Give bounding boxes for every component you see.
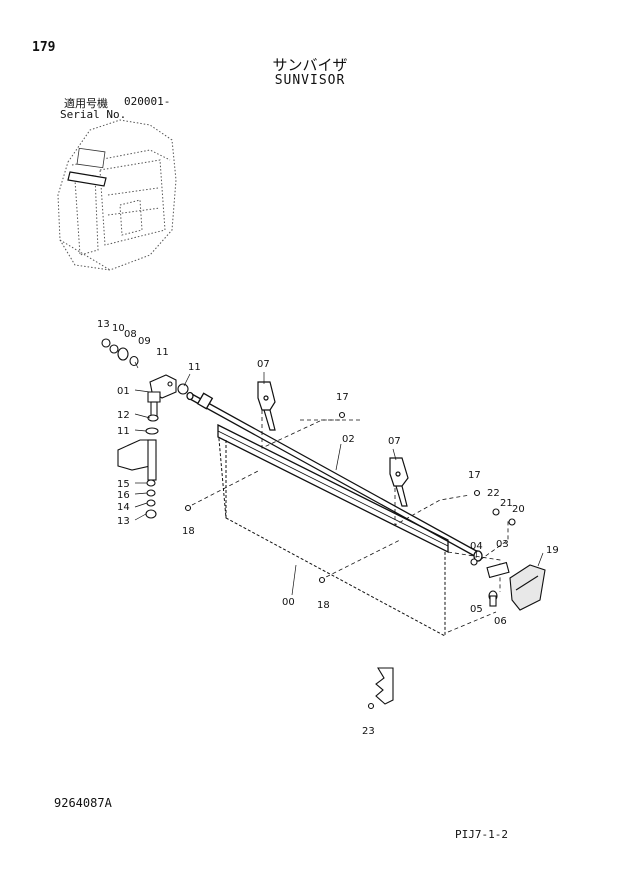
page-title-english: SUNVISOR (274, 73, 346, 88)
callout-13-upper: 13 (97, 319, 110, 330)
callout-07-lower: 07 (388, 436, 401, 447)
page-title-japanese: サンバイザ (272, 56, 348, 74)
callout-22: 22 (487, 488, 500, 499)
callout-18-left: 18 (182, 526, 195, 537)
callout-05: 05 (470, 604, 483, 615)
hinge-assembly (101, 338, 189, 519)
callout-11-right: 11 (188, 362, 201, 373)
slide-rod (186, 391, 483, 562)
callout-01: 01 (117, 386, 130, 397)
callout-leaders (134, 361, 544, 596)
page-code: PIJ7-1-2 (455, 828, 508, 841)
callout-13-lower: 13 (117, 516, 130, 527)
right-end-assembly (184, 411, 546, 611)
callout-17-upper: 17 (336, 392, 349, 403)
visor-bracket-lower (389, 457, 409, 507)
callout-23: 23 (362, 726, 375, 737)
callout-11-top: 11 (156, 347, 169, 358)
sunvisor-location-marker (67, 147, 107, 187)
callout-09: 09 (138, 336, 151, 347)
callout-21: 21 (500, 498, 513, 509)
serial-range: 020001- (124, 95, 171, 108)
page-number: 179 (32, 40, 56, 55)
callout-10: 10 (112, 323, 125, 334)
callout-02: 02 (342, 434, 355, 445)
assembly-guide-lines (159, 382, 509, 633)
callout-03: 03 (496, 539, 509, 550)
callout-19: 19 (546, 545, 559, 556)
callout-06: 06 (494, 616, 507, 627)
serial-label-japanese: 適用号機 (64, 97, 108, 110)
callout-12: 12 (117, 410, 130, 421)
callout-08: 08 (124, 329, 137, 340)
callout-07-upper: 07 (257, 359, 270, 370)
document-number: 9264087A (54, 796, 112, 810)
callout-04: 04 (470, 541, 483, 552)
callout-18-lower: 18 (317, 600, 330, 611)
serial-label-english: Serial No. (60, 108, 127, 121)
callout-17-lower: 17 (468, 470, 481, 481)
callout-11-mid: 11 (117, 426, 130, 437)
callout-20: 20 (512, 504, 525, 515)
callout-15: 15 (117, 479, 130, 490)
visor-panel (217, 423, 449, 637)
callout-00: 00 (282, 597, 295, 608)
visor-bracket-upper (257, 381, 276, 431)
hook-bracket (367, 667, 394, 710)
cab-locator-illustration (57, 119, 177, 271)
callout-14: 14 (117, 502, 130, 513)
callout-16: 16 (117, 490, 130, 501)
callout-labels: 13 10 08 09 11 11 01 12 11 15 16 14 13 1… (97, 319, 559, 737)
